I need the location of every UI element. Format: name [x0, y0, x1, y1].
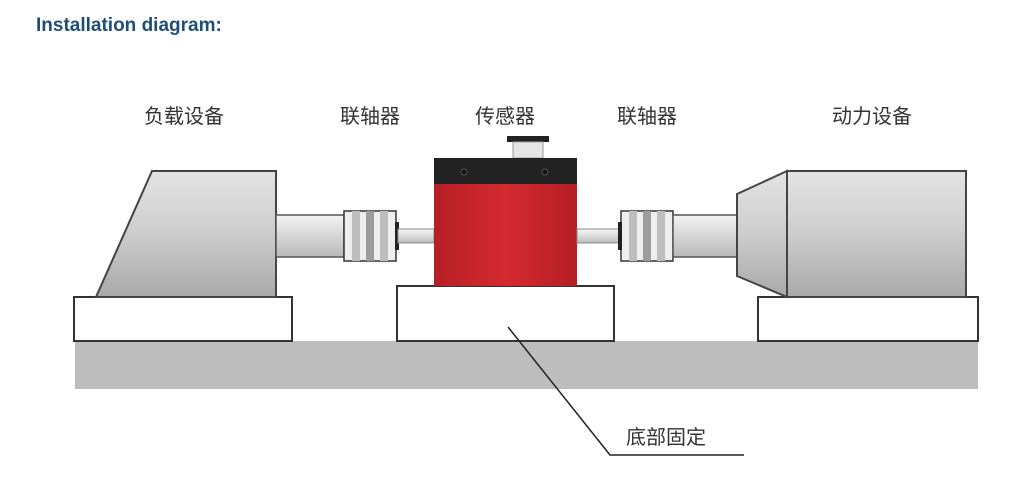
diagram-heading: Installation diagram:: [36, 15, 222, 36]
center-base: [396, 285, 615, 342]
power-device-body: [786, 170, 967, 298]
ground-slab: [75, 341, 978, 389]
right-thin-shaft: [576, 228, 622, 244]
sensor-screw-left: [460, 168, 468, 176]
left-coupling-label: 联轴器: [340, 104, 400, 128]
left-thin-shaft: [397, 228, 435, 244]
torque-sensor: [434, 136, 577, 286]
sensor-label: 传感器: [475, 104, 535, 128]
left-shaft: [275, 214, 345, 258]
left-base: [73, 296, 293, 342]
base-fixed-label: 底部固定: [626, 425, 706, 449]
right-coupling-label: 联轴器: [617, 104, 677, 128]
load-device-label: 负载设备: [144, 104, 224, 128]
power-device-label: 动力设备: [832, 104, 912, 128]
right-base: [757, 296, 979, 342]
sensor-screw-right: [541, 168, 549, 176]
right-coupling: [618, 210, 674, 262]
left-coupling: [343, 210, 399, 262]
power-device-cone: [736, 169, 788, 299]
load-device-body: [94, 170, 277, 298]
right-shaft: [672, 214, 738, 258]
base-leader-line: [507, 326, 744, 456]
sensor-connector-top: [507, 136, 549, 142]
sensor-top-plate: [434, 158, 577, 184]
sensor-body: [434, 184, 577, 286]
sensor-connector-stem: [512, 141, 544, 159]
